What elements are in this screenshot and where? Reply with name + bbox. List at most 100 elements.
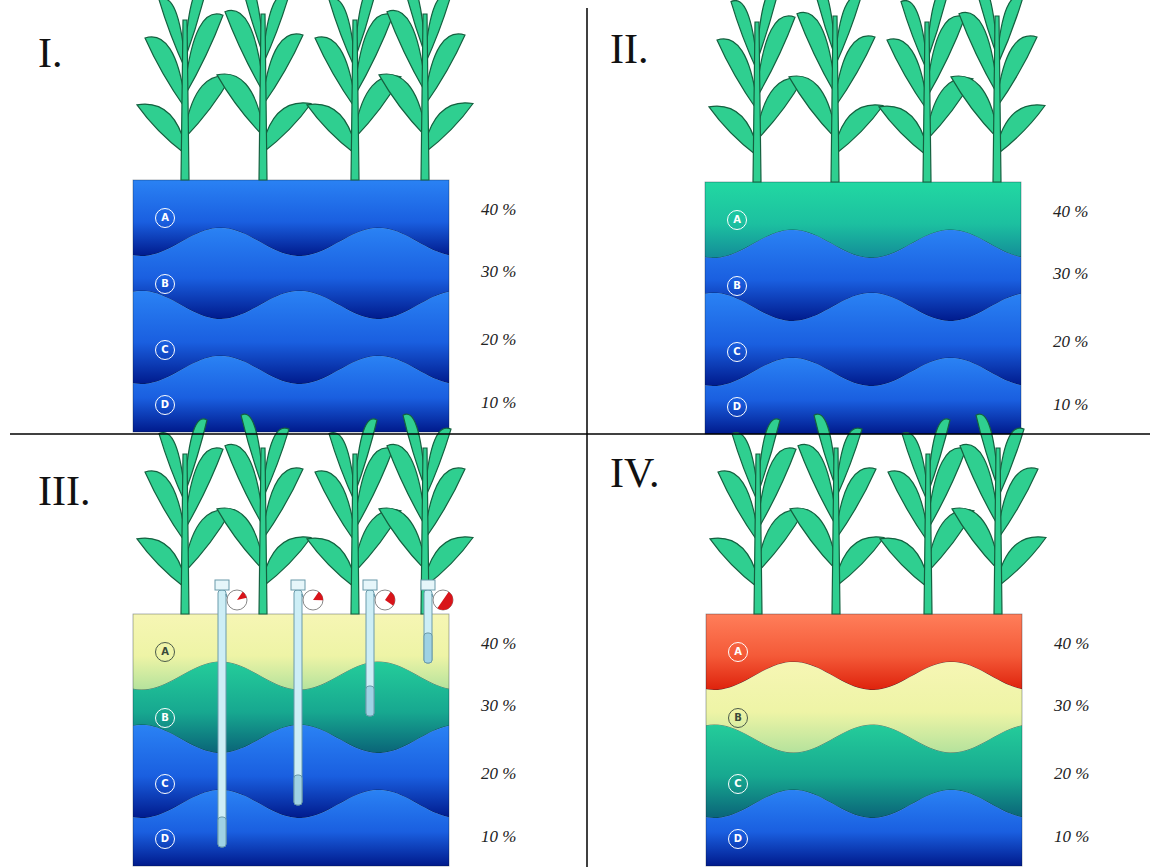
moisture-percent: 20 % [1054,765,1089,784]
corn-leaf [137,538,185,588]
corn-leaf [403,414,425,488]
corn-stalk [181,20,189,180]
moisture-percent: 30 % [1054,697,1089,716]
corn-stalk [351,20,359,180]
corn-leaf [355,0,377,59]
soil-layer [133,356,449,432]
corn-stalk [259,14,267,180]
corn-stalk [993,16,1001,182]
corn-leaf [836,428,862,498]
corn-leaf [425,0,451,64]
moisture-percent: 10 % [1053,396,1088,415]
layer-letter: C [733,347,740,357]
corn-leaf [379,74,425,136]
corn-leaf [997,105,1045,155]
corn-leaf [879,106,927,156]
tube-cap [215,580,229,590]
layer-letter: C [734,779,741,789]
layer-letter: B [733,281,741,291]
corn-leaf [263,0,289,64]
moisture-percent: 10 % [1054,828,1089,847]
gauge-stem [432,594,433,597]
gauge-dial [303,590,323,610]
moisture-percent: 20 % [1053,333,1088,352]
corn-leaf [976,414,998,488]
gauge-stem [302,594,303,597]
divider-line [10,433,1150,435]
layer-letter: A [161,213,169,223]
corn-leaf [263,537,311,587]
corn-stalk [994,448,1002,614]
corn-leaf [159,0,185,69]
layer-circle: B [155,274,175,294]
tube-cap [291,580,305,590]
corn-stalk [924,454,932,614]
corn-leaf [329,433,355,503]
ceramic-tip [294,775,302,805]
layer-circle: B [155,708,175,728]
corn-leaf [928,419,950,493]
soil-outline [133,614,449,866]
corn-leaf [379,508,425,570]
corn-leaf [217,74,263,136]
moisture-percent: 30 % [1053,265,1088,284]
moisture-percent: 20 % [481,765,516,784]
corn-leaf [835,105,883,155]
layer-letter: C [161,345,168,355]
layer-circle: C [727,342,747,362]
corn-leaf [241,0,263,54]
corn-leaf [952,508,998,570]
moisture-percent: 10 % [481,394,516,413]
corn-leaf [975,0,997,56]
layer-circle: C [155,774,175,794]
layer-circle: B [727,276,747,296]
corn-stalk [181,454,189,614]
ceramic-tip [424,633,432,663]
corn-leaf [927,0,949,61]
tensiometer-tube [294,590,302,805]
panel-numeral: I. [38,32,63,74]
corn-leaf [403,0,425,54]
gauge-dial [375,590,395,610]
panel-numeral: III. [38,470,90,512]
panel-numeral: II. [610,28,648,70]
layer-circle: A [155,642,175,662]
corn-leaf [709,106,757,156]
corn-leaf [710,538,758,588]
corn-stalk [421,14,429,180]
tube-cap [363,580,377,590]
layer-letter: B [734,713,742,723]
corn-leaf [307,104,355,154]
gauge-needle [385,592,395,606]
corn-leaf [880,538,928,588]
layer-letter: A [734,647,742,657]
corn-leaf [951,76,997,138]
corn-stalk [259,448,267,614]
ceramic-tip [218,817,226,847]
corn-leaf [425,537,473,587]
corn-leaf [757,0,779,61]
corn-leaf [997,0,1023,66]
layer-circle: D [155,829,175,849]
soil-outline [706,614,1022,866]
moisture-percent: 40 % [1054,635,1089,654]
corn-stalk [832,448,840,614]
tensiometer-tube [424,590,432,663]
tube-cap [421,580,435,590]
gauge-needle [237,592,247,600]
moisture-percent: 40 % [481,201,516,220]
corn-stalk [753,22,761,182]
layer-circle: A [155,208,175,228]
corn-leaf [185,419,207,493]
layer-circle: D [155,395,175,415]
gauge-needle [313,592,323,601]
layer-letter: C [161,779,168,789]
corn-leaf [758,419,780,493]
corn-leaf [835,0,861,66]
corn-leaf [425,103,473,153]
corn-leaf [329,0,355,69]
soil-layer [706,790,1022,866]
layer-letter: B [161,713,169,723]
